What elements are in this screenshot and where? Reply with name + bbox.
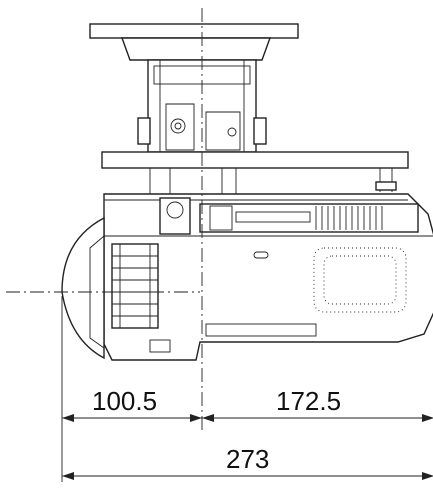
projector-body: [103, 193, 433, 361]
lens-housing: [61, 216, 171, 360]
speaker-grille: [313, 247, 407, 313]
adapter-plate: [101, 151, 409, 194]
ceiling-plate: [89, 23, 299, 61]
dimension-right-label: 172.5: [276, 386, 341, 416]
dimension-left-label: 100.5: [92, 386, 157, 416]
dimension-total: 273: [62, 444, 433, 480]
dimension-left: 100.5: [62, 386, 202, 422]
dimension-total-label: 273: [226, 444, 269, 474]
vent-slots: [209, 205, 383, 231]
dimension-right: 172.5: [202, 386, 433, 422]
